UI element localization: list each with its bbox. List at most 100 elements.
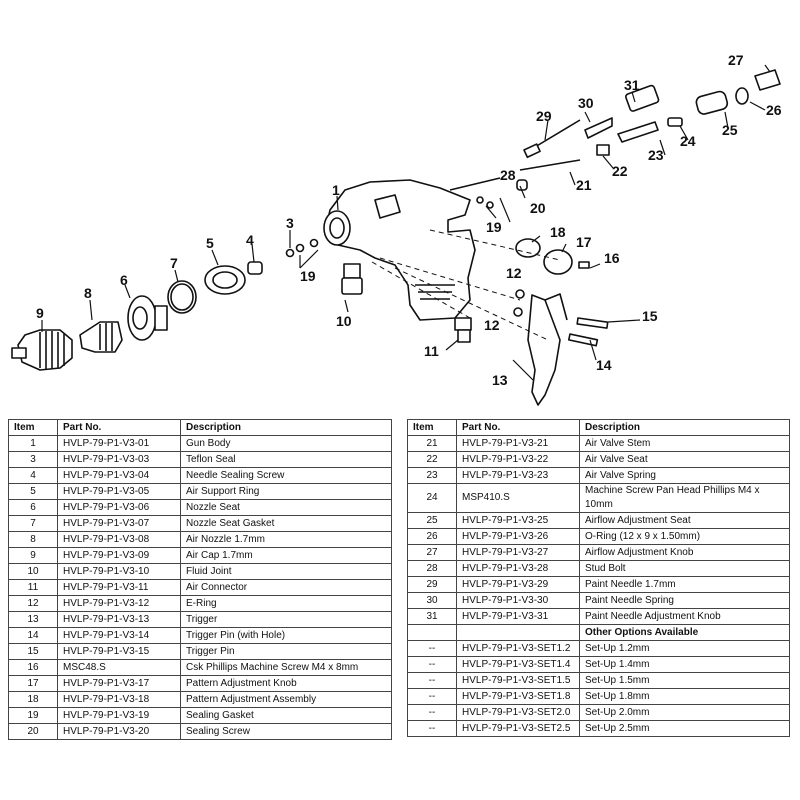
callout-6: 6: [120, 272, 128, 288]
callout-1: 1: [332, 182, 340, 198]
part-no-cell: HVLP-79-P1-V3-SET1.4: [456, 656, 580, 673]
description-cell: Set-Up 2.0mm: [579, 704, 790, 721]
item-cell: 7: [8, 515, 58, 532]
part-no-cell: HVLP-79-P1-V3-08: [57, 531, 181, 548]
part-no-cell: HVLP-79-P1-V3-25: [456, 512, 580, 529]
description-cell: Other Options Available: [579, 624, 790, 641]
callout-8: 8: [84, 285, 92, 301]
item-cell: 22: [407, 451, 457, 468]
item-cell: --: [407, 720, 457, 737]
part-no-cell: HVLP-79-P1-V3-11: [57, 579, 181, 596]
description-cell: Set-Up 1.5mm: [579, 672, 790, 689]
part-no-cell: HVLP-79-P1-V3-21: [456, 435, 580, 452]
nozzle-seat-gasket-drawing: [167, 280, 197, 314]
item-cell: 29: [407, 576, 457, 593]
description-cell: Air Connector: [180, 579, 392, 596]
header-part-no: Part No.: [57, 419, 181, 436]
item-cell: 25: [407, 512, 457, 529]
description-cell: Air Nozzle 1.7mm: [180, 531, 392, 548]
item-cell: --: [407, 656, 457, 673]
description-cell: Nozzle Seat Gasket: [180, 515, 392, 532]
description-cell: Trigger Pin (with Hole): [180, 627, 392, 644]
description-cell: Gun Body: [180, 435, 392, 452]
nozzle-seat-drawing: [127, 295, 168, 341]
callout-19a: 19: [300, 268, 316, 284]
table-row: Other Options Available: [407, 624, 790, 641]
item-cell: 3: [8, 451, 58, 468]
description-cell: Paint Needle 1.7mm: [579, 576, 790, 593]
part-no-cell: MSC48.S: [57, 659, 181, 676]
part-no-cell: HVLP-79-P1-V3-17: [57, 675, 181, 692]
header-description: Description: [180, 419, 392, 436]
part-no-cell: HVLP-79-P1-V3-14: [57, 627, 181, 644]
item-cell: 31: [407, 608, 457, 625]
description-cell: Airflow Adjustment Knob: [579, 544, 790, 561]
air-connector-drawing: [454, 317, 472, 343]
callout-31: 31: [624, 77, 640, 93]
item-cell: 9: [8, 547, 58, 564]
callout-11: 11: [424, 343, 439, 359]
item-cell: 19: [8, 707, 58, 724]
description-cell: Airflow Adjustment Seat: [579, 512, 790, 529]
description-cell: Teflon Seal: [180, 451, 392, 468]
description-cell: Needle Sealing Screw: [180, 467, 392, 484]
description-cell: Sealing Gasket: [180, 707, 392, 724]
item-cell: --: [407, 672, 457, 689]
part-no-cell: HVLP-79-P1-V3-10: [57, 563, 181, 580]
description-cell: E-Ring: [180, 595, 392, 612]
callout-3: 3: [286, 215, 294, 231]
description-cell: Csk Phillips Machine Screw M4 x 8mm: [180, 659, 392, 676]
callout-23: 23: [648, 147, 664, 163]
part-no-cell: HVLP-79-P1-V3-05: [57, 483, 181, 500]
item-cell: 16: [8, 659, 58, 676]
gun-body-drawing: [323, 179, 476, 321]
table-header-row: Item Part No. Description: [407, 419, 790, 436]
callout-26: 26: [766, 102, 782, 118]
part-no-cell: HVLP-79-P1-V3-SET1.2: [456, 640, 580, 657]
description-cell: Pattern Adjustment Assembly: [180, 691, 392, 708]
part-no-cell: HVLP-79-P1-V3-19: [57, 707, 181, 724]
part-no-cell: HVLP-79-P1-V3-04: [57, 467, 181, 484]
description-cell: Set-Up 1.2mm: [579, 640, 790, 657]
item-cell: 15: [8, 643, 58, 660]
item-cell: --: [407, 688, 457, 705]
part-no-cell: HVLP-79-P1-V3-29: [456, 576, 580, 593]
part-no-cell: HVLP-79-P1-V3-03: [57, 451, 181, 468]
pattern-adjustment-drawing: [515, 238, 590, 275]
item-cell: 24: [407, 483, 457, 513]
description-cell: Air Valve Seat: [579, 451, 790, 468]
description-cell: O-Ring (12 x 9 x 1.50mm): [579, 528, 790, 545]
item-cell: 6: [8, 499, 58, 516]
part-no-cell: HVLP-79-P1-V3-13: [57, 611, 181, 628]
description-cell: Trigger Pin: [180, 643, 392, 660]
part-no-cell: [456, 624, 580, 641]
description-cell: Trigger: [180, 611, 392, 628]
item-cell: 18: [8, 691, 58, 708]
item-cell: 20: [8, 723, 58, 740]
description-cell: Air Support Ring: [180, 483, 392, 500]
air-support-ring-drawing: [204, 265, 246, 295]
callout-14: 14: [596, 357, 612, 373]
part-no-cell: HVLP-79-P1-V3-31: [456, 608, 580, 625]
header-part-no: Part No.: [456, 419, 580, 436]
part-no-cell: HVLP-79-P1-V3-12: [57, 595, 181, 612]
part-no-cell: HVLP-79-P1-V3-SET2.5: [456, 720, 580, 737]
callout-16: 16: [604, 250, 620, 266]
air-nozzle-drawing: [79, 321, 123, 353]
